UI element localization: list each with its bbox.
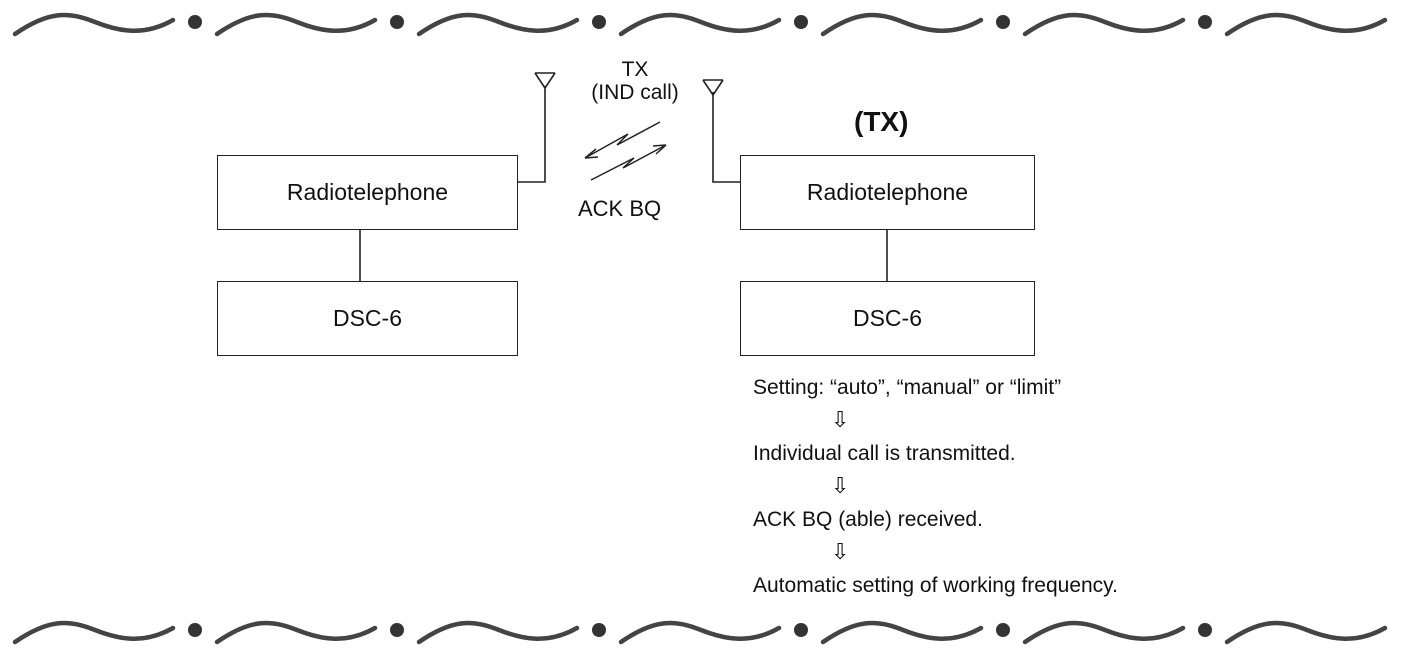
left-radiotelephone-label: Radiotelephone [286, 179, 449, 205]
wave-segment [1224, 12, 1388, 37]
sequence-step-3: ACK BQ (able) received. [753, 508, 983, 531]
left-dsc-box: DSC-6 [217, 281, 518, 356]
down-arrow-icon: ⇩ [831, 473, 850, 498]
sequence-step-2: Individual call is transmitted. [753, 442, 1016, 465]
wave-dot [592, 623, 606, 637]
ack-lightning-arrow-icon [590, 144, 667, 181]
wave-segment [1022, 12, 1186, 37]
wave-segment [1224, 620, 1388, 645]
wave-segment [820, 620, 984, 645]
wave-segment [214, 12, 378, 37]
ind-call-label: (IND call) [591, 81, 679, 104]
wave-segment [416, 12, 580, 37]
wave-segment [416, 620, 580, 645]
wave-segment [12, 620, 176, 645]
wave-dot [390, 623, 404, 637]
down-arrow-icon: ⇩ [831, 539, 850, 564]
left-antenna-feed [518, 86, 546, 183]
right-radiotelephone-box: Radiotelephone [740, 155, 1035, 230]
wave-dot [1198, 623, 1212, 637]
bottom-wave-border [12, 620, 1388, 645]
wave-segment [618, 12, 782, 37]
right-antenna-feed [712, 92, 740, 183]
left-radiotelephone-box: Radiotelephone [217, 155, 518, 230]
right-dsc-box: DSC-6 [740, 281, 1035, 356]
wave-dot [188, 623, 202, 637]
sequence-step-1: Setting: “auto”, “manual” or “limit” [753, 376, 1062, 399]
ack-bq-label: ACK BQ [578, 196, 662, 221]
wave-dot [1198, 15, 1212, 29]
top-wave-border [12, 12, 1388, 37]
tx-mode-label: (TX) [854, 106, 909, 137]
wave-segment [12, 12, 176, 37]
tx-lightning-arrow-icon [584, 121, 661, 159]
wave-segment [1022, 620, 1186, 645]
wave-dot [794, 15, 808, 29]
wave-segment [820, 12, 984, 37]
wave-segment [214, 620, 378, 645]
down-arrow-icon: ⇩ [831, 407, 850, 432]
right-radiotelephone-label: Radiotelephone [806, 179, 969, 205]
left-dsc-label: DSC-6 [332, 305, 402, 331]
wave-dot [794, 623, 808, 637]
wave-dot [188, 15, 202, 29]
right-dsc-label: DSC-6 [852, 305, 922, 331]
left-antenna-icon [534, 72, 556, 89]
wave-dot [390, 15, 404, 29]
wave-dot [592, 15, 606, 29]
wave-dot [996, 15, 1010, 29]
tx-label: TX [621, 58, 649, 81]
wave-dot [996, 623, 1010, 637]
sequence-step-4: Automatic setting of working frequency. [753, 574, 1118, 597]
right-antenna-icon [702, 79, 724, 96]
wave-segment [618, 620, 782, 645]
